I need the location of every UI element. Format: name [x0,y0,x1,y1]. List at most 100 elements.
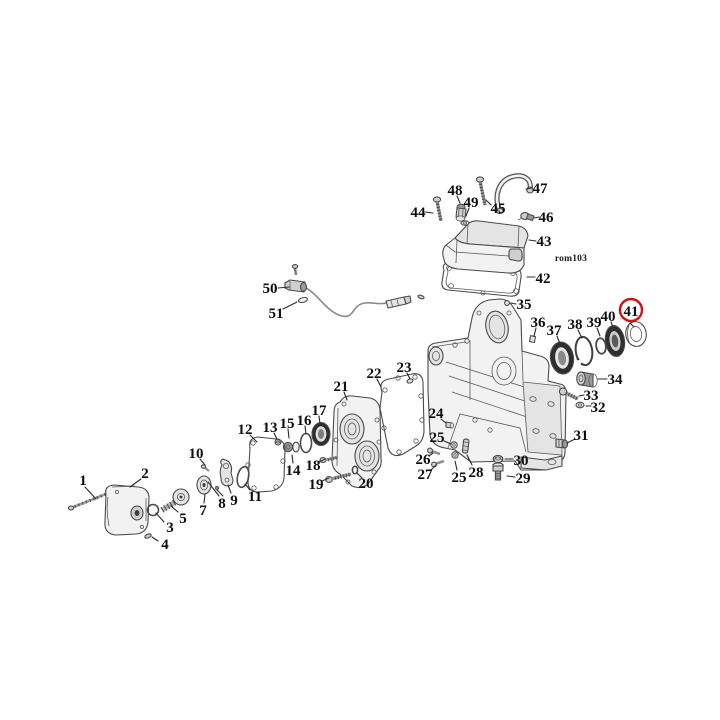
callout-leader-13 [273,432,278,440]
callout-leader-15 [287,428,290,439]
callout-31[interactable]: 31 [574,428,589,444]
callout-50[interactable]: 50 [263,281,278,297]
callout-leader-36 [533,327,537,337]
callout-51[interactable]: 51 [269,306,284,322]
elbow-fitting-46 [517,212,535,222]
callout-47[interactable]: 47 [533,181,549,197]
callout-22[interactable]: 22 [367,366,382,382]
callout-49[interactable]: 49 [464,195,479,211]
callout-leader-22 [376,378,382,388]
callout-44[interactable]: 44 [411,205,427,221]
callout-20[interactable]: 20 [359,476,374,492]
callout-leader-2 [129,478,142,488]
sensor-cable [303,286,387,318]
screw-10 [200,464,210,472]
spacer-ring-41 [625,321,647,347]
bearing-17 [311,421,331,447]
stud-28 [461,438,470,454]
callout-41[interactable]: 41 [624,304,639,320]
drain-bolt-29 [492,462,504,481]
callout-5[interactable]: 5 [179,511,187,527]
bolt-44 [432,196,443,222]
callout-4[interactable]: 4 [161,537,169,553]
callout-43[interactable]: 43 [537,234,552,250]
callout-39[interactable]: 39 [587,315,602,331]
callout-leader-44 [424,211,434,214]
callout-48[interactable]: 48 [448,183,463,199]
callout-3[interactable]: 3 [166,520,174,536]
callout-32[interactable]: 32 [591,400,606,416]
callout-45[interactable]: 45 [491,201,506,217]
oring-25b [451,451,459,459]
highlight-circle [618,297,644,323]
callout-46[interactable]: 46 [539,210,555,226]
callout-37[interactable]: 37 [547,323,563,339]
callout-21[interactable]: 21 [334,379,349,395]
callout-10[interactable]: 10 [189,446,204,462]
callout-leader-47 [525,187,533,190]
callout-leader-25 [443,440,452,445]
callout-leader-27 [430,464,437,471]
callout-leader-24 [440,418,447,424]
callout-leader-38 [577,329,583,339]
callout-40[interactable]: 40 [601,309,616,325]
callout-26[interactable]: 26 [416,452,432,468]
callout-leader-51 [282,301,298,310]
oring-51 [297,296,309,304]
callout-28[interactable]: 28 [469,465,484,481]
oring-3 [146,503,160,517]
callout-2[interactable]: 2 [141,466,149,482]
callout-23[interactable]: 23 [397,360,412,376]
callout-leader-31 [566,438,576,444]
callout-11[interactable]: 11 [248,489,262,505]
callout-34[interactable]: 34 [608,372,624,388]
dowel-23 [406,378,414,384]
key-36 [528,335,537,344]
gasket-12 [245,436,286,493]
callout-leader-23 [406,372,411,380]
callout-8[interactable]: 8 [218,496,226,512]
oring-25a [450,441,458,449]
callout-19[interactable]: 19 [309,477,324,493]
callout-leader-7 [203,493,206,504]
callout-15[interactable]: 15 [280,416,295,432]
bolt-33 [558,387,579,401]
callout-13[interactable]: 13 [263,420,278,436]
callout-leader-5 [170,505,179,513]
callout-1[interactable]: 1 [79,473,87,489]
oring-16 [299,432,313,454]
callout-25[interactable]: 25 [452,470,467,486]
callout-9[interactable]: 9 [230,493,238,509]
callout-16[interactable]: 16 [297,413,313,429]
callout-12[interactable]: 12 [238,422,253,438]
callout-14[interactable]: 14 [286,463,302,479]
breather-fitting-48 [455,203,467,222]
callout-35[interactable]: 35 [517,297,532,313]
washer-32 [575,401,585,409]
callout-leader-16 [304,425,307,435]
callout-25[interactable]: 25 [430,430,445,446]
clip-4 [144,533,152,539]
callout-18[interactable]: 18 [306,458,321,474]
oring-11 [236,465,250,489]
diagram-code: rom103 [555,254,587,264]
callout-30[interactable]: 30 [514,453,529,469]
callout-24[interactable]: 24 [429,406,445,422]
callout-leader-29 [506,475,516,478]
callout-38[interactable]: 38 [568,317,583,333]
callout-7[interactable]: 7 [199,503,207,519]
crankcase [427,298,567,471]
cover-2 [104,484,150,536]
callout-29[interactable]: 29 [516,471,531,487]
washer-49 [460,220,470,226]
callout-36[interactable]: 36 [531,315,547,331]
callout-leader-11 [244,483,251,491]
callout-leader-35 [510,302,517,305]
callout-42[interactable]: 42 [536,271,551,287]
callout-leader-8 [216,489,224,497]
callout-27[interactable]: 27 [418,467,434,483]
snap-ring-38 [574,335,594,367]
callout-17[interactable]: 17 [312,403,328,419]
callout-33[interactable]: 33 [584,388,599,404]
